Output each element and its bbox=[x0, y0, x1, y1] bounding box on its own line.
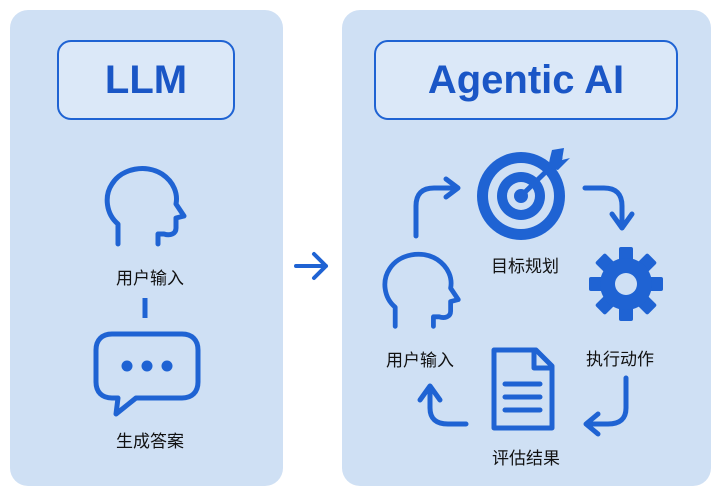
plan-label: 目标规划 bbox=[491, 257, 559, 277]
eval-label: 评估结果 bbox=[492, 449, 560, 469]
cycle-arrows bbox=[413, 176, 635, 437]
cycle-arrow-icon bbox=[609, 211, 635, 231]
llm-title: LLM bbox=[57, 40, 235, 120]
connector-line bbox=[142, 298, 148, 318]
agent-input-label: 用户输入 bbox=[386, 351, 454, 371]
gear-icon bbox=[589, 247, 663, 321]
llm-input-label: 用户输入 bbox=[116, 269, 184, 289]
cycle-arrow-icon bbox=[443, 176, 461, 200]
cycle-arrow-icon bbox=[417, 383, 443, 403]
cycle-arrow-icon bbox=[582, 185, 625, 225]
cycle-arrow-icon bbox=[589, 375, 629, 427]
cycle-arrow-icon bbox=[413, 185, 457, 239]
document-icon bbox=[491, 347, 555, 431]
cycle-arrow-icon bbox=[427, 389, 469, 427]
head-icon bbox=[382, 251, 461, 329]
cycle-arrow-icon bbox=[583, 411, 601, 437]
target-icon bbox=[477, 148, 570, 240]
llm-output-label: 生成答案 bbox=[116, 432, 184, 452]
head-icon bbox=[104, 166, 187, 247]
chat-bubble-icon bbox=[93, 331, 201, 417]
agentic-ai-title: Agentic AI bbox=[374, 40, 678, 120]
arrow-right-icon bbox=[294, 252, 328, 280]
act-label: 执行动作 bbox=[586, 350, 654, 370]
